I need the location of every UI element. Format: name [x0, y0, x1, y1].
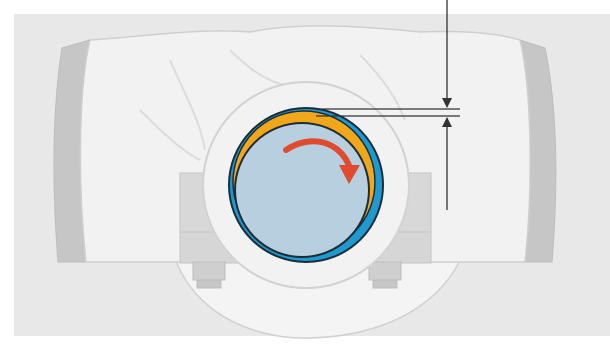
right-bolt: [369, 262, 401, 288]
left-bolt: [193, 262, 225, 288]
